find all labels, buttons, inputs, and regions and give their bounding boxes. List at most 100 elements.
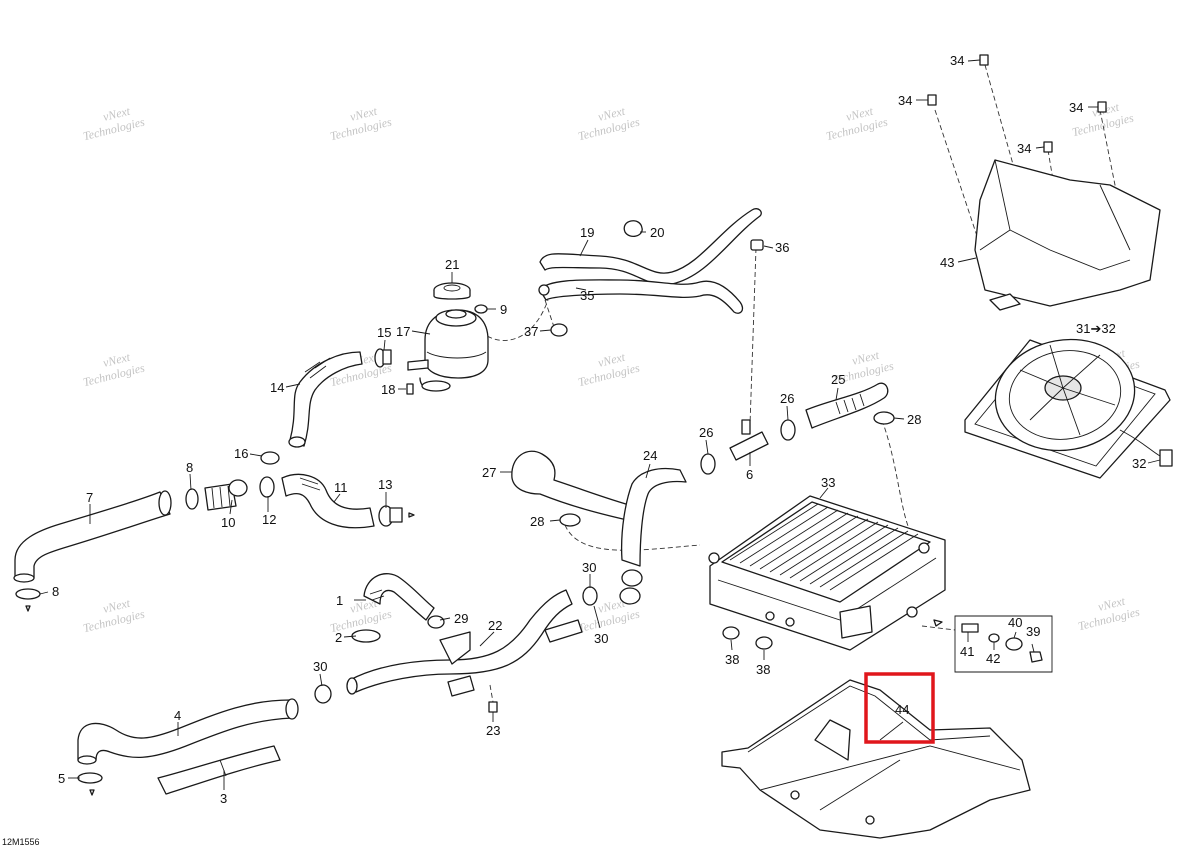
watermark-line1: vNext xyxy=(348,596,379,616)
callout-43: 43 xyxy=(940,255,954,270)
cover-43 xyxy=(974,159,1161,311)
expansion-tank-17 xyxy=(407,309,489,392)
callout-19: 19 xyxy=(580,225,594,240)
clamp-26-left xyxy=(700,453,716,475)
callout-3: 3 xyxy=(220,791,227,806)
callout-24: 24 xyxy=(643,448,657,463)
watermark: vNext Technologies xyxy=(577,104,642,144)
callout-41: 41 xyxy=(960,644,974,659)
callout-36: 36 xyxy=(775,240,789,255)
callout-34-c: 34 xyxy=(1017,141,1031,156)
watermark: vNext Technologies xyxy=(825,104,890,144)
bolt-34-d xyxy=(1097,101,1107,113)
watermark: vNext Technologies xyxy=(82,350,147,390)
hose-35 xyxy=(538,279,744,314)
callout-32: 32 xyxy=(1132,456,1146,471)
clamp-5 xyxy=(77,772,103,784)
watermark-line1: vNext xyxy=(101,596,132,616)
callout-42: 42 xyxy=(986,651,1000,666)
leader-lines xyxy=(39,59,1161,790)
callout-29: 29 xyxy=(454,611,468,626)
watermark-line1: vNext xyxy=(596,350,627,370)
callout-34-b: 34 xyxy=(898,93,912,108)
callout-8-lower: 8 xyxy=(52,584,59,599)
screw-23 xyxy=(488,701,498,713)
clamp-13 xyxy=(378,505,403,527)
callout-38-left: 38 xyxy=(725,652,739,667)
hose-3 xyxy=(157,745,281,795)
callout-5: 5 xyxy=(58,771,65,786)
callout-40: 40 xyxy=(1008,615,1022,630)
flow-arrows xyxy=(25,512,943,796)
highlight-box-44[interactable] xyxy=(864,672,935,744)
hose-11 xyxy=(281,473,375,529)
callout-14: 14 xyxy=(270,380,284,395)
skid-plate-44 xyxy=(721,679,1031,839)
fitting-6 xyxy=(729,419,769,461)
callout-22: 22 xyxy=(488,618,502,633)
figure-code: 12M1556 xyxy=(2,837,40,847)
clamp-15 xyxy=(374,348,392,368)
callout-44: 44 xyxy=(895,702,909,717)
watermark-line1: vNext xyxy=(101,104,132,124)
bolt-34-b xyxy=(927,94,937,106)
callout-21: 21 xyxy=(445,257,459,272)
clamp-30-upper xyxy=(582,586,598,606)
hose-19 xyxy=(539,208,762,286)
grommet-38-right xyxy=(755,636,773,650)
watermark-line1: vNext xyxy=(101,350,132,370)
callout-9: 9 xyxy=(500,302,507,317)
callout-39: 39 xyxy=(1026,624,1040,639)
watermark: vNext Technologies xyxy=(82,104,147,144)
cap-21 xyxy=(433,282,471,300)
hose-14 xyxy=(288,351,363,448)
pipe-22 xyxy=(346,589,583,697)
callout-25: 25 xyxy=(831,372,845,387)
clamp-16 xyxy=(260,451,280,465)
callout-27: 27 xyxy=(482,465,496,480)
callout-30-lower: 30 xyxy=(313,659,327,674)
callout-23: 23 xyxy=(486,723,500,738)
clamp-12 xyxy=(259,476,275,498)
hose-4 xyxy=(77,698,299,765)
watermark-line1: vNext xyxy=(844,104,875,124)
bolt-34-a xyxy=(979,54,989,66)
callout-34-a: 34 xyxy=(950,53,964,68)
callout-26-left: 26 xyxy=(699,425,713,440)
callout-7: 7 xyxy=(86,490,93,505)
watermark: vNext Technologies xyxy=(577,350,642,390)
clip-37 xyxy=(550,323,568,337)
callout-35: 35 xyxy=(580,288,594,303)
callout-16: 16 xyxy=(234,446,248,461)
hose-1 xyxy=(363,573,435,621)
watermark-line1: vNext xyxy=(596,596,627,616)
radiator-33 xyxy=(708,495,946,651)
callout-8-upper: 8 xyxy=(186,460,193,475)
clamp-2 xyxy=(351,629,381,643)
hose-27 xyxy=(511,450,641,523)
clamp-29 xyxy=(427,615,445,629)
clip-36 xyxy=(750,239,764,251)
clamp-8-lower xyxy=(15,588,41,600)
callout-20: 20 xyxy=(650,225,664,240)
callout-2: 2 xyxy=(335,630,342,645)
callout-11: 11 xyxy=(334,480,348,495)
callout-33: 33 xyxy=(821,475,835,490)
fan-31 xyxy=(964,338,1173,479)
callout-17: 17 xyxy=(396,324,410,339)
callout-28-right: 28 xyxy=(907,412,921,427)
callout-28-left: 28 xyxy=(530,514,544,529)
fitting-10 xyxy=(204,479,248,511)
callout-6: 6 xyxy=(746,467,753,482)
callout-15: 15 xyxy=(377,325,391,340)
watermark-line1: vNext xyxy=(596,104,627,124)
watermark: vNext Technologies xyxy=(329,104,394,144)
callout-12: 12 xyxy=(262,512,276,527)
watermark: vNext Technologies xyxy=(1077,594,1142,634)
clamp-9 xyxy=(474,304,488,314)
callout-26-right: 26 xyxy=(780,391,794,406)
clip-20 xyxy=(623,220,643,238)
watermark: vNext Technologies xyxy=(82,596,147,636)
